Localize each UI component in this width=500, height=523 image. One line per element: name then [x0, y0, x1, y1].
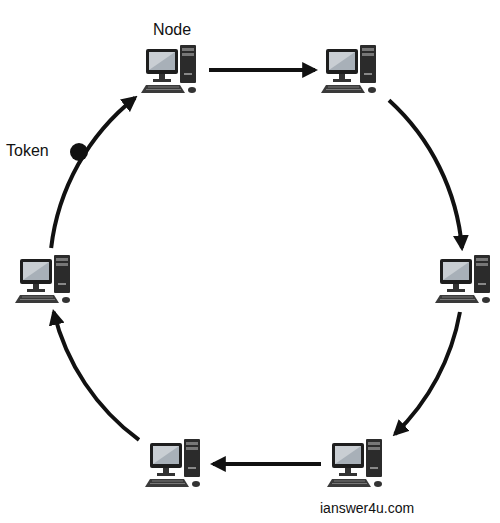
computer-icon — [14, 253, 78, 307]
computer-node: Node — [140, 43, 204, 97]
computer-node — [326, 437, 390, 491]
computer-node — [434, 253, 498, 307]
computer-node — [144, 437, 208, 491]
node-label: Node — [153, 21, 191, 39]
token-dot — [70, 143, 88, 161]
ring-arrow — [213, 462, 321, 466]
computer-icon — [434, 253, 498, 307]
computer-node — [320, 43, 384, 97]
watermark: ianswer4u.com — [320, 500, 414, 516]
computer-node — [14, 253, 78, 307]
ring-arrow — [395, 312, 460, 434]
computer-icon — [320, 43, 384, 97]
ring-arrow — [209, 68, 315, 72]
token-label: Token — [6, 142, 49, 160]
computer-icon — [326, 437, 390, 491]
ring-arrow — [54, 312, 139, 440]
ring-arrow — [51, 98, 135, 248]
computer-icon — [140, 43, 204, 97]
ring-arrow — [389, 100, 462, 248]
computer-icon — [144, 437, 208, 491]
